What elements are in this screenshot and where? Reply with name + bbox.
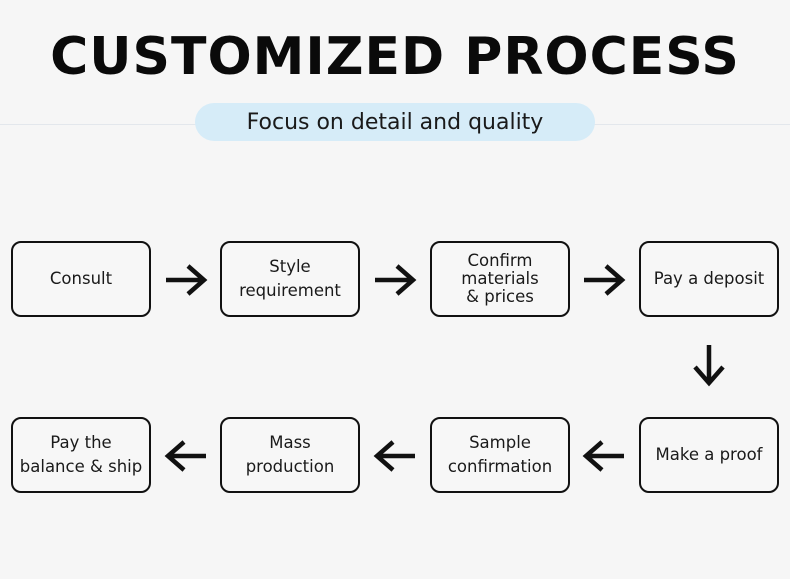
step-make-proof-label: Make a proof xyxy=(655,445,763,464)
arrow-left-icon xyxy=(164,436,208,476)
arrow-left-icon xyxy=(373,436,417,476)
arrow-right-icon xyxy=(164,260,208,300)
step-sample-confirmation-label-1: Sample xyxy=(469,433,531,452)
arrow-right-icon xyxy=(582,260,626,300)
step-style-requirement-label-2: requirement xyxy=(239,281,341,300)
step-pay-balance-ship: Pay the balance & ship xyxy=(11,417,151,493)
step-confirm-materials-label-2: materials xyxy=(461,269,539,288)
step-pay-deposit-label: Pay a deposit xyxy=(653,269,765,288)
step-style-requirement-label-1: Style xyxy=(269,257,311,276)
step-mass-production: Mass production xyxy=(220,417,360,493)
page-title: CUSTOMIZED PROCESS xyxy=(50,27,740,87)
step-style-requirement: Style requirement xyxy=(220,241,360,317)
step-mass-production-label-2: production xyxy=(245,457,335,476)
arrow-left-icon xyxy=(582,436,626,476)
step-confirm-materials-label-3: & prices xyxy=(466,287,534,306)
step-confirm-materials-label-1: Confirm xyxy=(467,251,533,270)
step-make-proof: Make a proof xyxy=(639,417,779,493)
subtitle-badge: Focus on detail and quality xyxy=(195,103,595,141)
step-mass-production-label-1: Mass xyxy=(269,433,311,452)
step-sample-confirmation-label-2: confirmation xyxy=(447,457,553,476)
step-confirm-materials: Confirm materials & prices xyxy=(430,241,570,317)
step-pay-balance-ship-label-2: balance & ship xyxy=(19,457,143,476)
step-pay-balance-ship-label-1: Pay the xyxy=(50,433,112,452)
arrow-down-icon xyxy=(689,343,729,387)
step-consult: Consult xyxy=(11,241,151,317)
step-sample-confirmation: Sample confirmation xyxy=(430,417,570,493)
step-pay-deposit: Pay a deposit xyxy=(639,241,779,317)
arrow-right-icon xyxy=(373,260,417,300)
step-consult-label: Consult xyxy=(49,269,113,288)
